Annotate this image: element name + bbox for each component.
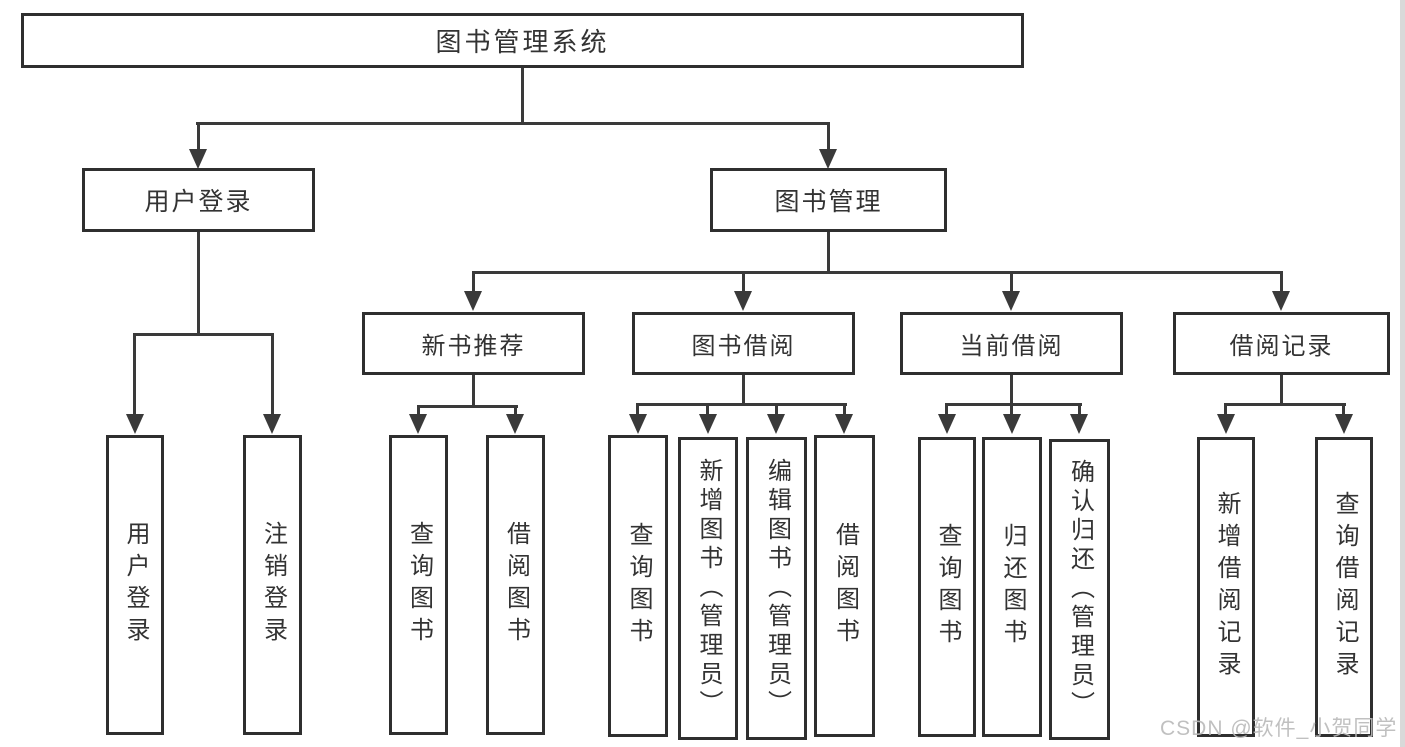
connector-line bbox=[945, 403, 948, 415]
node-leaf-br-add-record: 新增借阅记录 bbox=[1197, 437, 1255, 737]
connector-line bbox=[1078, 403, 1081, 415]
connector-line bbox=[1224, 403, 1346, 406]
watermark: CSDN @软件_小贺同学 bbox=[1160, 717, 1398, 740]
node-leaf-nb-query-books-label: 查询图书 bbox=[405, 521, 433, 649]
node-leaf-cb-confirm-return-label: 确认归还（管理员） bbox=[1066, 459, 1094, 720]
node-root: 图书管理系统 bbox=[21, 13, 1024, 68]
arrowhead bbox=[1003, 414, 1021, 434]
arrowhead bbox=[1335, 414, 1353, 434]
connector-line bbox=[1224, 403, 1227, 415]
connector-line bbox=[472, 375, 475, 408]
connector-line bbox=[1010, 403, 1013, 415]
connector-line bbox=[196, 122, 830, 125]
node-leaf-bb-edit-books: 编辑图书（管理员） bbox=[746, 437, 807, 740]
arrowhead bbox=[767, 414, 785, 434]
connector-line bbox=[417, 405, 420, 416]
connector-line bbox=[636, 403, 639, 415]
connector-line bbox=[472, 271, 1282, 274]
node-leaf-cb-confirm-return: 确认归还（管理员） bbox=[1049, 439, 1110, 740]
connector-line bbox=[1280, 271, 1283, 293]
connector-line bbox=[827, 232, 830, 273]
connector-line bbox=[514, 405, 517, 416]
node-leaf-nb-borrow-books-label: 借阅图书 bbox=[502, 521, 530, 649]
node-leaf-bb-borrow-books: 借阅图书 bbox=[814, 435, 875, 737]
connector-line bbox=[133, 333, 274, 336]
connector-line bbox=[1010, 271, 1013, 293]
node-leaf-nb-borrow-books: 借阅图书 bbox=[486, 435, 545, 735]
node-leaf-br-query-record: 查询借阅记录 bbox=[1315, 437, 1373, 737]
node-leaf-user-login-label: 用户登录 bbox=[122, 521, 149, 649]
arrowhead bbox=[263, 414, 281, 434]
connector-line bbox=[1342, 403, 1345, 415]
node-leaf-bb-borrow-books-label: 借阅图书 bbox=[831, 522, 859, 650]
screen-edge-strip bbox=[1400, 0, 1405, 747]
arrowhead bbox=[189, 149, 207, 169]
node-leaf-cb-return-books-label: 归还图书 bbox=[999, 523, 1026, 651]
connector-line bbox=[133, 333, 136, 416]
connector-line bbox=[706, 403, 709, 415]
arrowhead bbox=[464, 291, 482, 311]
node-borrow-records: 借阅记录 bbox=[1173, 312, 1390, 375]
arrowhead bbox=[629, 414, 647, 434]
arrowhead bbox=[1272, 291, 1290, 311]
node-leaf-logout: 注销登录 bbox=[243, 435, 302, 735]
node-leaf-bb-add-books-label: 新增图书（管理员） bbox=[695, 458, 722, 719]
node-leaf-br-query-record-label: 查询借阅记录 bbox=[1331, 491, 1358, 683]
node-book-management: 图书管理 bbox=[710, 168, 947, 232]
connector-line bbox=[742, 271, 745, 293]
arrowhead bbox=[938, 414, 956, 434]
arrowhead bbox=[1002, 291, 1020, 311]
arrowhead bbox=[126, 414, 144, 434]
node-leaf-user-login: 用户登录 bbox=[106, 435, 164, 735]
connector-line bbox=[636, 403, 847, 406]
connector-line bbox=[945, 403, 1082, 406]
connector-line bbox=[197, 122, 200, 152]
node-book-borrow: 图书借阅 bbox=[632, 312, 855, 375]
node-leaf-bb-add-books: 新增图书（管理员） bbox=[678, 437, 738, 740]
node-leaf-cb-query-books-label: 查询图书 bbox=[934, 523, 961, 651]
arrowhead bbox=[409, 414, 427, 434]
arrowhead bbox=[1070, 414, 1088, 434]
connector-line bbox=[775, 403, 778, 415]
connector-line bbox=[827, 122, 830, 152]
node-leaf-logout-label: 注销登录 bbox=[259, 521, 287, 649]
connector-line bbox=[472, 271, 475, 293]
connector-line bbox=[843, 403, 846, 415]
connector-line bbox=[417, 405, 518, 408]
node-leaf-bb-edit-books-label: 编辑图书（管理员） bbox=[763, 458, 791, 719]
node-new-book-recommend: 新书推荐 bbox=[362, 312, 585, 375]
arrowhead bbox=[1217, 414, 1235, 434]
arrowhead bbox=[734, 291, 752, 311]
node-leaf-cb-query-books: 查询图书 bbox=[918, 437, 976, 737]
node-leaf-br-add-record-label: 新增借阅记录 bbox=[1213, 491, 1240, 683]
connector-line bbox=[197, 232, 200, 336]
connector-line bbox=[1010, 375, 1013, 406]
node-leaf-bb-query-books: 查询图书 bbox=[608, 435, 668, 737]
connector-line bbox=[742, 375, 745, 406]
arrowhead bbox=[819, 149, 837, 169]
node-user-login: 用户登录 bbox=[82, 168, 315, 232]
arrowhead bbox=[506, 414, 524, 434]
arrowhead bbox=[699, 414, 717, 434]
connector-line bbox=[271, 333, 274, 416]
connector-line bbox=[1280, 375, 1283, 406]
node-leaf-cb-return-books: 归还图书 bbox=[982, 437, 1042, 737]
connector-line bbox=[521, 68, 524, 124]
node-leaf-nb-query-books: 查询图书 bbox=[389, 435, 448, 735]
arrowhead bbox=[835, 414, 853, 434]
node-leaf-bb-query-books-label: 查询图书 bbox=[625, 522, 652, 650]
node-current-borrow: 当前借阅 bbox=[900, 312, 1123, 375]
